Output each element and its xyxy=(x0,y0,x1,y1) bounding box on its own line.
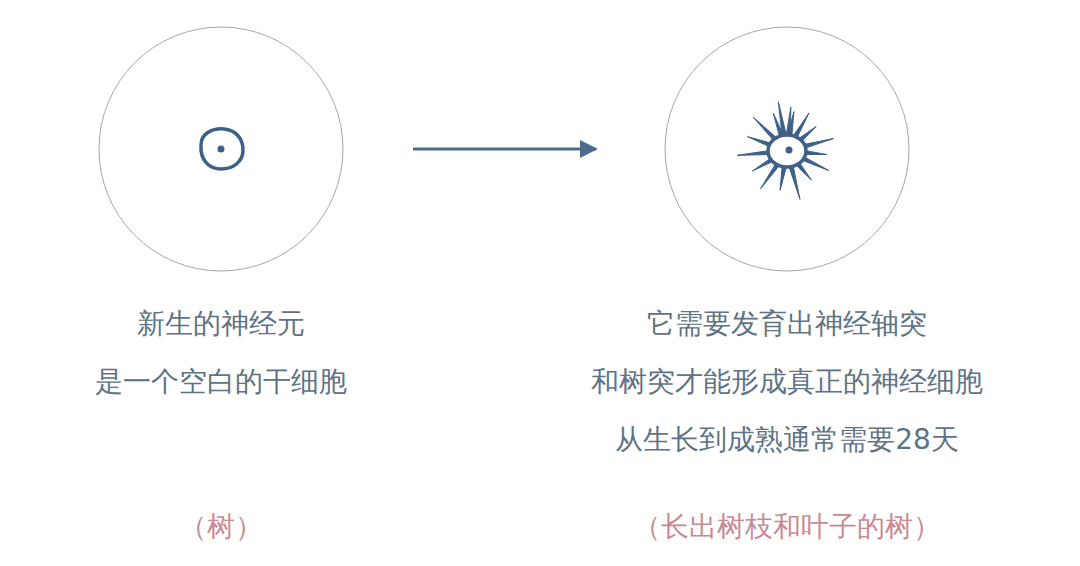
description-text: 它需要发育出神经轴突 和树突才能形成真正的神经细胞 从生长到成熟通常需要28天 xyxy=(547,295,1027,469)
circle-outline xyxy=(98,26,344,272)
analogy-note: （树） xyxy=(179,509,263,545)
neuron-cell xyxy=(201,129,243,169)
circle-outline xyxy=(664,26,910,272)
cell-circle: 它需要发育出神经轴突 和树突才能形成真正的神经细胞 从生长到成熟通常需要28天 xyxy=(527,26,1047,469)
analogy-note: （长出树枝和叶子的树） xyxy=(633,509,941,545)
process-arrow xyxy=(413,148,596,151)
description-text: 新生的神经元 是一个空白的干细胞 xyxy=(71,295,371,411)
circle-border xyxy=(665,27,909,271)
neuron-cell xyxy=(737,102,833,200)
circle-border xyxy=(99,27,343,271)
cell-circle: 新生的神经元 是一个空白的干细胞 xyxy=(0,26,461,411)
